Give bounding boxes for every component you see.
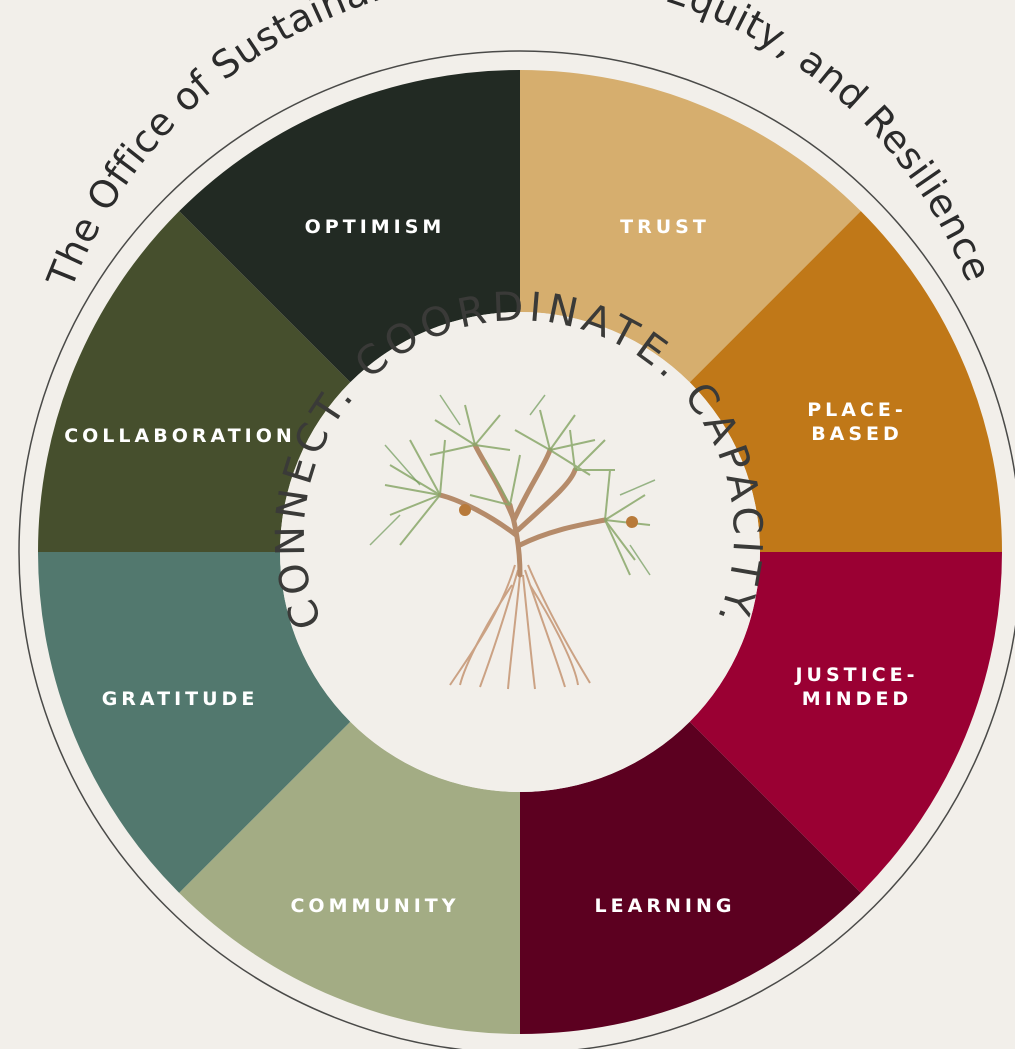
segment-gratitude: [38, 552, 351, 893]
segment-label-trust: TRUST: [620, 216, 710, 238]
segment-trust: [520, 70, 861, 383]
segment-label-optimism: OPTIMISM: [305, 216, 446, 238]
segment-label-community: COMMUNITY: [290, 895, 459, 917]
segment-label-line: LEARNING: [595, 895, 736, 917]
segment-label-line: MINDED: [802, 688, 912, 710]
segment-label-line: GRATITUDE: [102, 688, 259, 710]
segment-justice-minded: [689, 552, 1002, 893]
segment-group: TRUST PLACE-BASED JUSTICE-MINDED LEARNING CO…: [38, 70, 1002, 1034]
segment-label-justice-minded: JUSTICE-MINDED: [793, 664, 918, 710]
segment-label-line: COLLABORATION: [64, 425, 296, 447]
segment-label-collaboration: COLLABORATION: [64, 425, 296, 447]
segment-optimism: [179, 70, 520, 383]
segment-label-line: COMMUNITY: [290, 895, 459, 917]
segment-label-gratitude: GRATITUDE: [102, 688, 259, 710]
segment-label-line: BASED: [811, 423, 903, 445]
mangrove-tree-icon: [369, 394, 656, 690]
segment-label-place-based: PLACE-BASED: [807, 399, 907, 445]
segment-label-learning: LEARNING: [595, 895, 736, 917]
segment-label-line: PLACE-: [807, 399, 907, 421]
segment-place-based: [689, 211, 1002, 552]
segment-community: [179, 721, 520, 1034]
outer-ring: [18, 50, 1015, 1049]
segment-label-line: OPTIMISM: [305, 216, 446, 238]
segment-collaboration: [38, 211, 351, 552]
segment-label-line: TRUST: [620, 216, 710, 238]
segment-label-line: JUSTICE-: [793, 664, 918, 686]
segment-learning: [520, 721, 861, 1034]
